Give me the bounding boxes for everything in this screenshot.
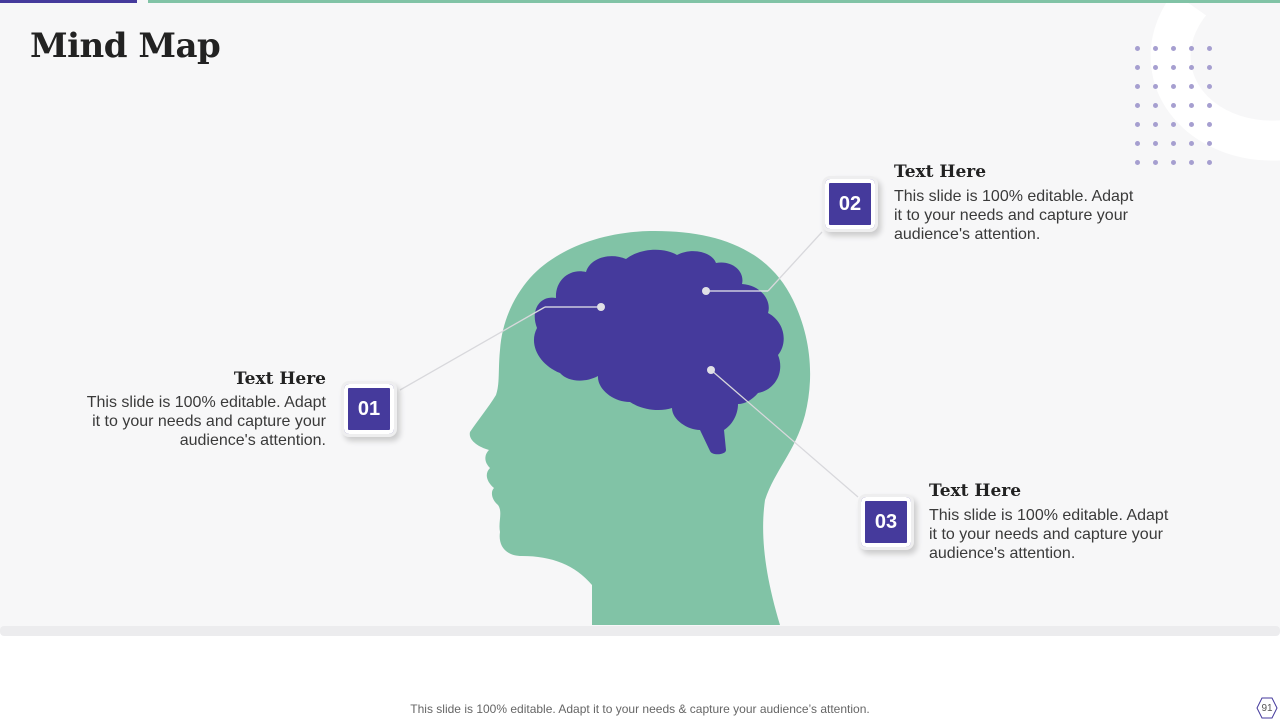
- grid-dot: [1207, 65, 1212, 70]
- grid-dot: [1135, 160, 1140, 165]
- grid-dot: [1207, 122, 1212, 127]
- grid-dot: [1135, 84, 1140, 89]
- item-01-title: Text Here: [233, 369, 326, 389]
- grid-dot: [1135, 141, 1140, 146]
- grid-dot: [1153, 84, 1158, 89]
- grid-dot: [1189, 141, 1194, 146]
- grid-dot: [1135, 103, 1140, 108]
- grid-dot: [1171, 103, 1176, 108]
- connector-dot-03: [707, 366, 715, 374]
- grid-dot: [1171, 122, 1176, 127]
- grid-dot: [1153, 141, 1158, 146]
- page-title: Mind Map: [30, 26, 221, 66]
- grid-dot: [1207, 46, 1212, 51]
- top-accent-bar-green: [148, 0, 1280, 3]
- connector-line-01-diag: [399, 306, 546, 391]
- page-number-text: 91: [1261, 702, 1273, 714]
- grid-dot: [1171, 84, 1176, 89]
- connector-line-02-diag: [767, 231, 823, 292]
- connector-dot-01: [597, 303, 605, 311]
- top-accent-bar-purple: [0, 0, 137, 3]
- item-03-title: Text Here: [929, 481, 1022, 501]
- connector-dot-02: [702, 287, 710, 295]
- item-02-body: This slide is 100% editable. Adapt it to…: [894, 188, 1134, 243]
- footer-text: This slide is 100% editable. Adapt it to…: [410, 702, 870, 716]
- grid-dot: [1189, 65, 1194, 70]
- grid-dot: [1207, 160, 1212, 165]
- dot-grid-decoration: [1135, 46, 1219, 170]
- badge-02: 02: [822, 176, 878, 232]
- item-02-title: Text Here: [894, 162, 987, 182]
- grid-dot: [1189, 46, 1194, 51]
- item-03-body: This slide is 100% editable. Adapt it to…: [929, 507, 1169, 562]
- grid-dot: [1153, 122, 1158, 127]
- grid-dot: [1189, 84, 1194, 89]
- bottom-strip: [0, 626, 1280, 636]
- badge-03: 03: [858, 494, 914, 550]
- brain-icon: [533, 249, 784, 455]
- grid-dot: [1135, 65, 1140, 70]
- hexagon-icon: [1256, 697, 1278, 719]
- page-number: 91: [1256, 697, 1278, 719]
- grid-dot: [1135, 122, 1140, 127]
- grid-dot: [1153, 103, 1158, 108]
- grid-dot: [1171, 160, 1176, 165]
- grid-dot: [1153, 46, 1158, 51]
- grid-dot: [1153, 160, 1158, 165]
- grid-dot: [1153, 65, 1158, 70]
- grid-dot: [1189, 160, 1194, 165]
- badge-01: 01: [341, 381, 397, 437]
- grid-dot: [1189, 122, 1194, 127]
- grid-dot: [1189, 103, 1194, 108]
- grid-dot: [1171, 46, 1176, 51]
- grid-dot: [1171, 65, 1176, 70]
- connector-line-03: [710, 369, 859, 498]
- grid-dot: [1207, 84, 1212, 89]
- grid-dot: [1207, 103, 1212, 108]
- grid-dot: [1171, 141, 1176, 146]
- grid-dot: [1207, 141, 1212, 146]
- grid-dot: [1135, 46, 1140, 51]
- item-01-body: This slide is 100% editable. Adapt it to…: [86, 394, 326, 449]
